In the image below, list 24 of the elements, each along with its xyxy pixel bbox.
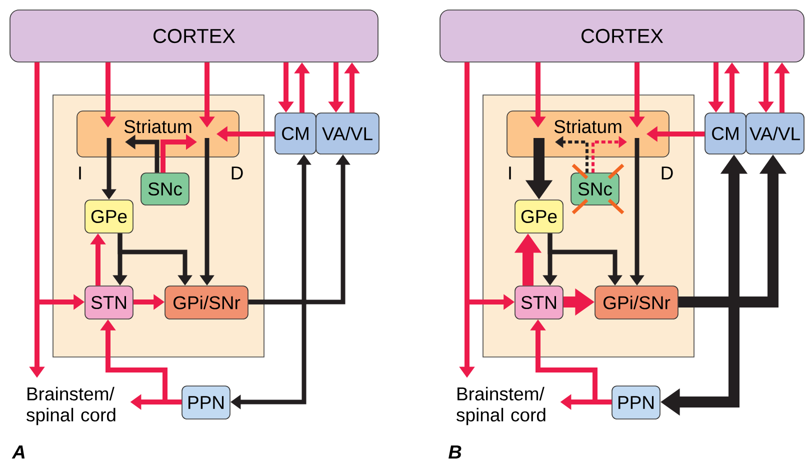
nucleus-box: STN (84, 286, 134, 320)
panel-label: B (448, 445, 462, 459)
thalamus-box: VA/VL (746, 112, 804, 154)
side-label: D (662, 166, 673, 180)
side-label: I (79, 166, 81, 180)
nucleus-box: PPN (612, 386, 660, 420)
nucleus-box: STN (514, 286, 564, 320)
cortex-band: CORTEX (440, 10, 804, 62)
nucleus-box: GPi/SNr (164, 286, 248, 320)
region-label: Brainstem/ spinal cord (26, 386, 116, 426)
thalamus-box: CM (704, 112, 746, 154)
thalamus-box: CM (274, 112, 316, 154)
thalamus-box: VA/VL (316, 112, 380, 154)
nucleus-box: GPi/SNr (594, 286, 678, 320)
nucleus-box: SNc (570, 172, 620, 206)
nucleus-box: GPe (84, 200, 134, 234)
region-label: Brainstem/ spinal cord (456, 386, 546, 426)
panel-label: A (12, 445, 25, 459)
side-label: D (232, 166, 243, 180)
nucleus-box: PPN (182, 386, 230, 420)
side-label: I (509, 166, 511, 180)
cortex-band: CORTEX (10, 10, 378, 62)
nucleus-box: GPe (514, 200, 564, 234)
nucleus-box: SNc (140, 172, 190, 206)
